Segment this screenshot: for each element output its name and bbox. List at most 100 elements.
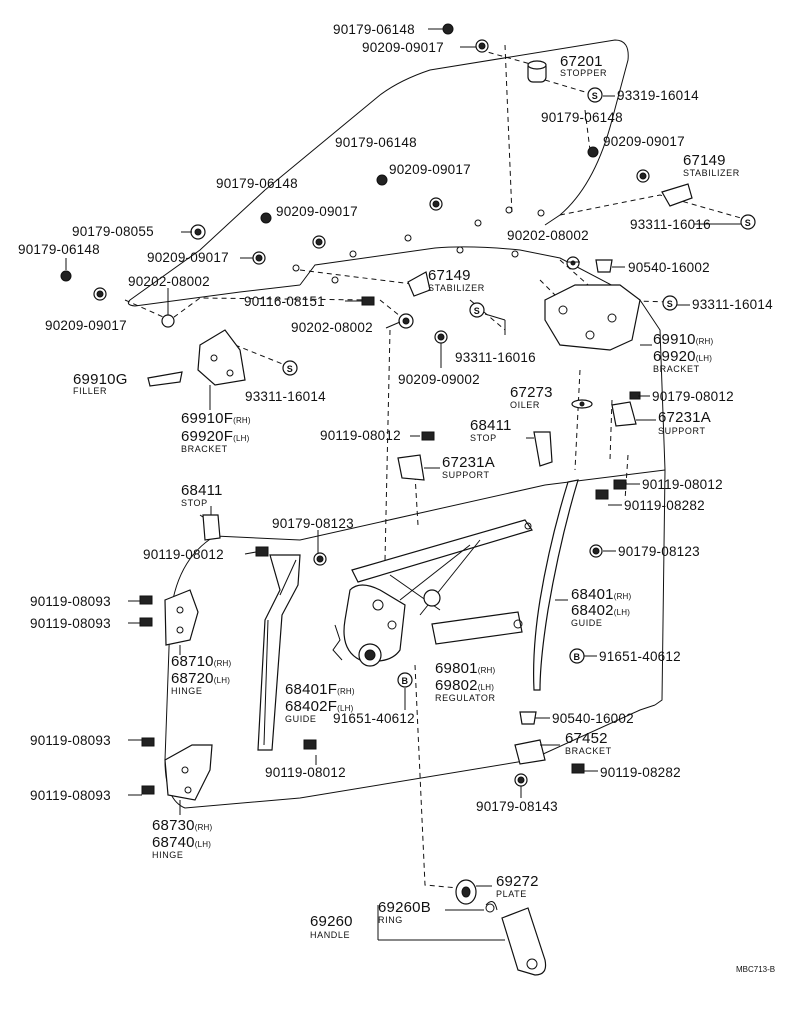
- label-69260-name: HANDLE: [310, 930, 350, 940]
- label-67231a-b-name: SUPPORT: [442, 470, 490, 480]
- label-69910-name: BRACKET: [653, 364, 700, 374]
- label-69910f-side: (RH): [233, 416, 251, 425]
- washer-90209-09017-f: [93, 287, 107, 301]
- support-67231a-a: [611, 401, 637, 427]
- washer-90209-09002: [434, 330, 448, 344]
- label-90202-08002-c: 90202-08002: [291, 320, 373, 335]
- label-69910f-name: BRACKET: [181, 444, 228, 454]
- screw-marker-label: S: [287, 364, 294, 374]
- label-69910g-name: FILLER: [73, 386, 107, 396]
- regulator-69801: [332, 519, 533, 667]
- label-90179-06148-c: 90179-06148: [335, 135, 417, 150]
- label-68401-side: (RH): [614, 592, 632, 601]
- label-68401: 68401(RH): [571, 586, 632, 603]
- label-90119-08012-b: 90119-08012: [642, 477, 723, 492]
- stabilizer-67149-b: [407, 271, 431, 297]
- label-68710: 68710(RH): [171, 653, 232, 670]
- label-90179-06148-b: 90179-06148: [541, 110, 623, 125]
- label-68720: 68720(LH): [171, 670, 230, 687]
- label-90540-16002-a: 90540-16002: [628, 260, 710, 275]
- screw-marker-93311-16014-b: S: [282, 360, 298, 376]
- stop-68411-a: [533, 431, 553, 467]
- label-67273-name: OILER: [510, 400, 540, 410]
- bolt-90119-08012-c: [255, 546, 269, 557]
- label-69801: 69801(RH): [435, 660, 496, 677]
- label-69910: 69910(RH): [653, 331, 714, 348]
- label-90209-09017-b: 90209-09017: [603, 134, 685, 149]
- label-68401-name: GUIDE: [571, 618, 603, 628]
- label-69910g: 69910G: [73, 371, 128, 388]
- plate-69272: [455, 879, 477, 905]
- label-90179-08123-a: 90179-08123: [272, 516, 354, 531]
- label-68720-side: (LH): [214, 676, 230, 685]
- label-68401f-side: (RH): [337, 687, 355, 696]
- clip-90202-08002-b: [566, 256, 580, 270]
- label-67201: 67201: [560, 53, 603, 70]
- label-93319-16014: 93319-16014: [617, 88, 699, 103]
- label-93311-16014-a: 93311-16014: [692, 297, 773, 312]
- label-68411-b-name: STOP: [181, 498, 208, 508]
- label-90209-09017-d: 90209-09017: [276, 204, 358, 219]
- cushion-90540-16002-a: [595, 259, 613, 273]
- label-69910-number: 69910: [653, 331, 696, 348]
- label-69272: 69272: [496, 873, 539, 890]
- label-67149-b-name: STABILIZER: [428, 283, 485, 293]
- nut-90179-08123-b: [589, 544, 603, 558]
- label-90179-06148-d: 90179-06148: [216, 176, 298, 191]
- label-68401f-name: GUIDE: [285, 714, 317, 724]
- label-90119-08012-c: 90119-08012: [143, 547, 224, 562]
- label-90179-06148-a: 90179-06148: [333, 22, 415, 37]
- filler-69910g: [147, 371, 183, 387]
- label-90209-09017-f: 90209-09017: [45, 318, 127, 333]
- label-69920f-side: (LH): [233, 434, 249, 443]
- label-68402: 68402(LH): [571, 602, 630, 619]
- label-90119-08282-a: 90119-08282: [624, 498, 705, 513]
- stopper-67201: [527, 60, 547, 83]
- door-holes: [292, 206, 545, 284]
- screw-marker-93311-16014-a: S: [662, 295, 678, 311]
- nut-90179-06148-b: [587, 146, 599, 158]
- label-91651-40612-a: 91651-40612: [599, 649, 681, 664]
- screw-marker-93311-16016-a: S: [740, 214, 756, 230]
- label-90209-09017-c: 90209-09017: [389, 162, 471, 177]
- support-67231a-b: [397, 454, 425, 481]
- screw-marker-label: S: [474, 306, 481, 316]
- label-69260b-name: RING: [378, 915, 403, 925]
- bracket-67452: [514, 739, 546, 765]
- stop-68411-b: [202, 514, 221, 541]
- label-90119-08093-d: 90119-08093: [30, 788, 111, 803]
- label-68720-number: 68720: [171, 670, 214, 687]
- label-67231a-b: 67231A: [442, 454, 495, 471]
- label-93311-16016-a: 93311-16016: [630, 217, 711, 232]
- label-68401f: 68401F(RH): [285, 681, 355, 698]
- bolt-marker-91651-a: B: [569, 648, 585, 664]
- label-69801-side: (RH): [478, 666, 496, 675]
- label-67452-name: BRACKET: [565, 746, 612, 756]
- label-90202-08002-a: 90202-08002: [507, 228, 589, 243]
- label-93311-16016-b: 93311-16016: [455, 350, 536, 365]
- label-69920-side: (LH): [696, 354, 712, 363]
- label-90179-06148-e: 90179-06148: [18, 242, 100, 257]
- label-67201-name: STOPPER: [560, 68, 607, 78]
- washer-90209-09017-b: [636, 169, 650, 183]
- bolt-90116-08151: [361, 296, 375, 306]
- label-90209-09002: 90209-09002: [398, 372, 480, 387]
- label-67231a-a-name: SUPPORT: [658, 426, 706, 436]
- bolt-90119-08282-b: [571, 763, 585, 774]
- label-68710-name: HINGE: [171, 686, 203, 696]
- label-69802: 69802(LH): [435, 677, 494, 694]
- screw-marker-93311-16016-b: S: [469, 302, 485, 318]
- label-68730: 68730(RH): [152, 817, 213, 834]
- screw-marker-label: S: [745, 218, 752, 228]
- bolt-90119-08093-d: [141, 785, 155, 795]
- rear-guide-68401: [533, 479, 579, 691]
- front-guide-68401f: [257, 554, 301, 751]
- label-90119-08093-c: 90119-08093: [30, 733, 111, 748]
- bolt-90119-08012-d: [303, 739, 317, 750]
- label-69920: 69920(LH): [653, 348, 712, 365]
- label-69802-side: (LH): [478, 683, 494, 692]
- label-68402f-number: 68402F: [285, 698, 337, 715]
- assembly-guide-lines: [124, 44, 749, 889]
- bolt-marker-91651-b: B: [397, 672, 413, 688]
- label-69910-side: (RH): [696, 337, 714, 346]
